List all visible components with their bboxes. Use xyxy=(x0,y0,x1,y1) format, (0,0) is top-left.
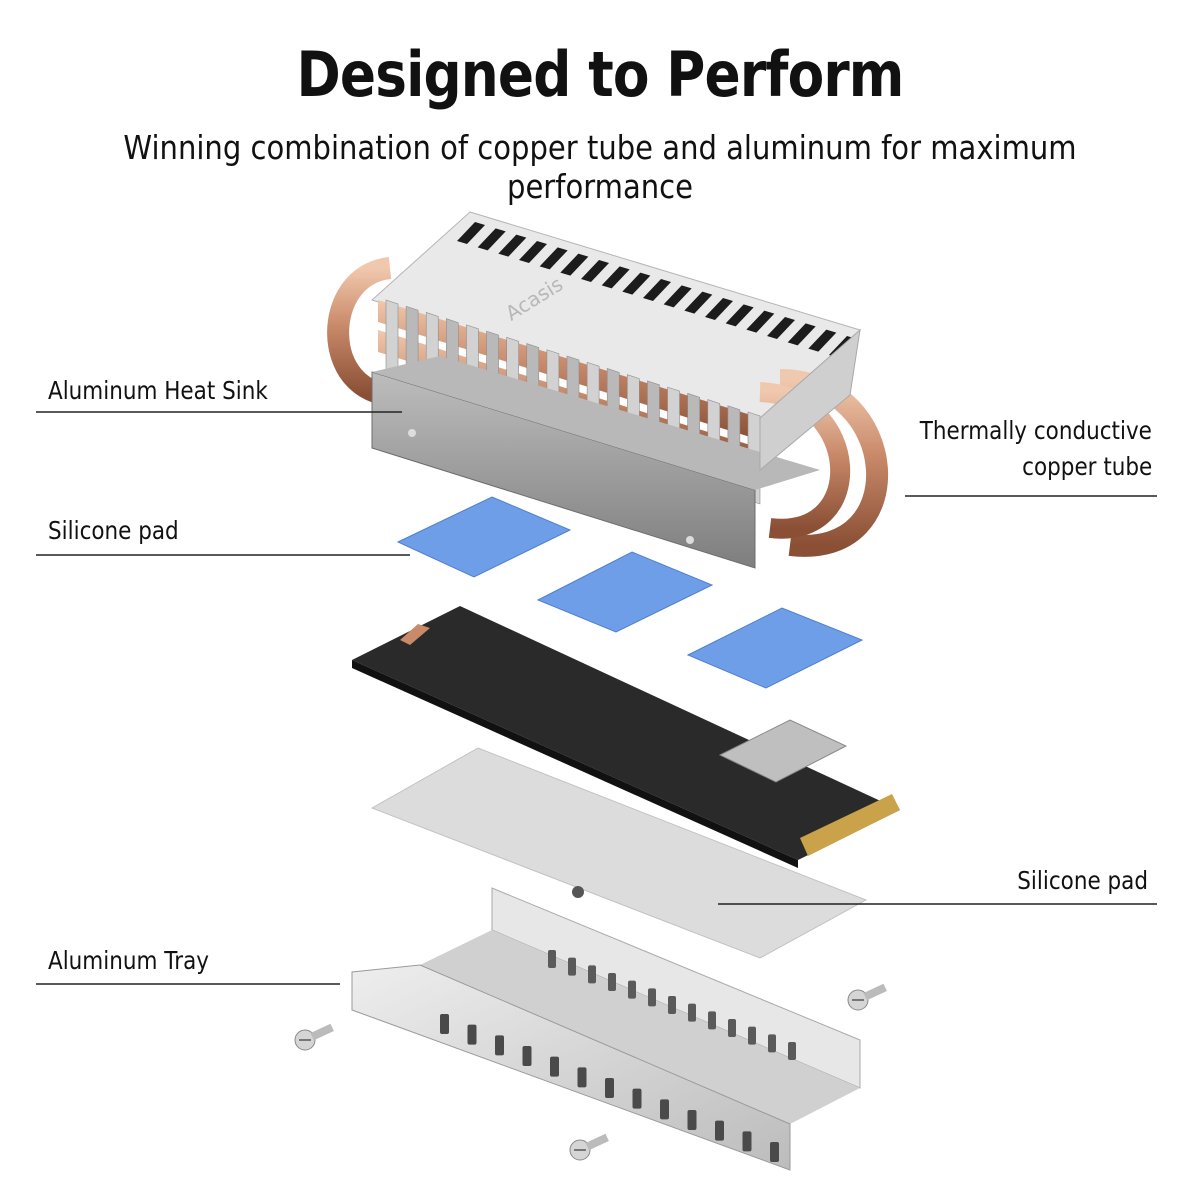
fin-slot xyxy=(581,260,609,282)
tray-back-slot xyxy=(668,996,676,1014)
fin-slot xyxy=(560,253,589,276)
heat-sink-screw-hole xyxy=(408,429,416,437)
fin-slot xyxy=(808,329,837,352)
aluminum-tray xyxy=(351,887,861,1171)
fin-slot xyxy=(601,266,630,289)
tray-back-slot xyxy=(608,973,616,991)
tray-back-slot xyxy=(568,957,576,976)
callout-tray: Aluminum Tray xyxy=(48,946,209,975)
tray-vent-slot xyxy=(770,1142,779,1162)
callout-heat-sink: Aluminum Heat Sink xyxy=(48,376,268,405)
callout-copper-tube-line2: copper tube xyxy=(1021,452,1152,481)
ssd-notch xyxy=(400,624,430,645)
screw xyxy=(847,983,887,1011)
copper-tube-left-loop xyxy=(327,257,396,406)
tray-vent-slot xyxy=(632,1088,642,1109)
fin-slot xyxy=(622,272,651,295)
tray-back-slot xyxy=(688,1003,696,1022)
heat-sink-base-top xyxy=(372,356,820,490)
tray-vent-slot xyxy=(660,1099,669,1120)
fin-slot xyxy=(539,247,568,270)
ssd-board xyxy=(352,606,900,860)
fin-slot xyxy=(519,241,547,263)
page-subtitle: Winning combination of copper tube and a… xyxy=(123,128,1077,206)
tray-back-slot xyxy=(768,1034,776,1053)
ssd-label-sticker xyxy=(718,719,848,783)
page-title: Designed to Perform xyxy=(296,38,904,111)
tray-back-slot xyxy=(648,988,656,1007)
ssd-board-edge xyxy=(352,660,798,868)
fin-slot xyxy=(787,323,816,346)
m2-ssd xyxy=(352,606,900,868)
tray-vent-slot xyxy=(550,1056,559,1077)
tray-floor xyxy=(420,930,860,1124)
blue-pad-2 xyxy=(536,551,714,633)
aluminum-heat-sink: Acasis xyxy=(327,211,889,569)
tray-vent-slot xyxy=(715,1120,724,1141)
tray-vent-slot xyxy=(742,1131,752,1152)
tray-vent-slot xyxy=(577,1067,587,1088)
fin-slot xyxy=(767,317,795,339)
callout-silicone-pad-bottom: Silicone pad xyxy=(1017,866,1148,895)
fin-slot xyxy=(705,298,733,320)
screw xyxy=(572,886,584,898)
fin-slot xyxy=(663,285,692,308)
tray-back-slot xyxy=(628,980,636,999)
ssd-gold-connector xyxy=(800,794,900,856)
fin-slot xyxy=(498,234,527,257)
fin-slot xyxy=(746,310,775,333)
tray-vent-slot xyxy=(687,1110,697,1130)
blue-pad-3 xyxy=(686,607,864,689)
callout-silicone-pad-top: Silicone pad xyxy=(48,516,179,545)
silicone-pads-blue xyxy=(396,496,864,689)
screw xyxy=(294,1023,334,1051)
tray-front-wall xyxy=(351,964,791,1171)
heat-sink-end-face xyxy=(759,328,861,472)
fin-slot xyxy=(477,228,506,251)
fin-slot xyxy=(684,291,713,314)
fin-slot xyxy=(457,222,485,244)
tray-back-slot xyxy=(748,1026,756,1045)
screw xyxy=(569,1133,609,1161)
tray-vent-slot xyxy=(495,1035,504,1056)
tray-back-slot xyxy=(708,1011,716,1030)
fin-slot xyxy=(643,279,671,301)
tray-vent-slot xyxy=(440,1014,449,1034)
tray-back-slot xyxy=(548,950,556,968)
callout-copper-tube-line1: Thermally conductive xyxy=(919,416,1152,445)
fin-slot xyxy=(725,304,754,327)
tray-vent-slot xyxy=(467,1024,477,1045)
tray-back-slot xyxy=(728,1019,736,1037)
tray-back-slot xyxy=(588,965,596,984)
callout-lines xyxy=(36,411,1157,985)
blue-pad-1 xyxy=(396,496,572,578)
tray-back-slot xyxy=(788,1042,796,1060)
silicone-pad-gray xyxy=(370,747,868,959)
tray-vent-slot xyxy=(605,1078,614,1098)
tray-vent-slots xyxy=(440,950,796,1162)
heat-sink-screw-hole xyxy=(686,536,694,544)
tray-vent-slot xyxy=(522,1046,532,1066)
screws xyxy=(294,886,887,1161)
